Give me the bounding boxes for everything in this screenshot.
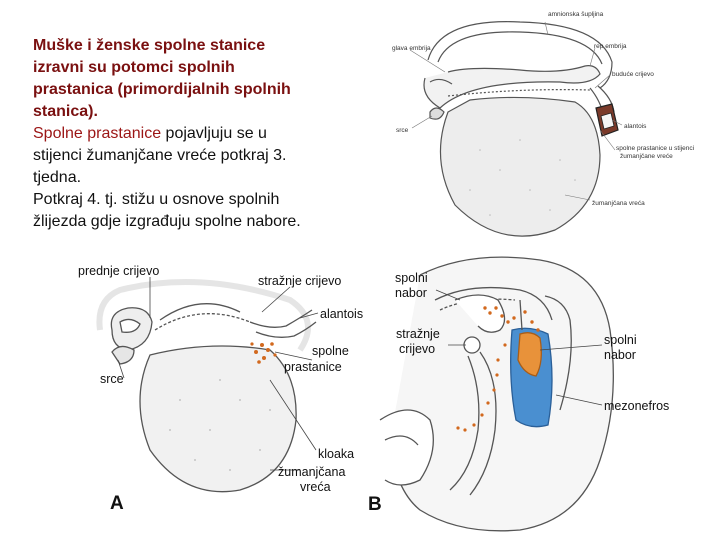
label: spolni (604, 333, 637, 347)
label: žumanjčana (278, 465, 345, 479)
label: stražnje (396, 327, 440, 341)
label: buduće crijevo (612, 71, 654, 78)
label: vreća (300, 480, 331, 494)
figure-top-embryo (388, 10, 718, 250)
label: rep embrija (594, 43, 627, 50)
label: mezonefros (604, 399, 669, 413)
label: srce (396, 127, 409, 134)
label: stražnje crijevo (258, 274, 341, 288)
figure-letter: A (110, 493, 124, 514)
label: žumanjčana vreća (592, 200, 645, 207)
label: spolni (395, 271, 428, 285)
label: žumanjčane vreće (620, 153, 673, 160)
label: prednje crijevo (78, 264, 159, 278)
figure-a-embryo (99, 277, 318, 492)
label: nabor (604, 348, 636, 362)
label: spolne prastanice u stijenci (616, 145, 694, 152)
label: crijevo (399, 342, 435, 356)
label: nabor (395, 286, 427, 300)
label: kloaka (318, 447, 354, 461)
label: prastanice (284, 360, 342, 374)
label: spolne (312, 344, 349, 358)
figure-letter: B (368, 494, 382, 515)
label: alantois (320, 307, 363, 321)
label: alantois (624, 123, 647, 130)
label: srce (100, 372, 124, 386)
label: amnionska šupljina (548, 11, 604, 18)
label: glava embrija (392, 45, 431, 52)
